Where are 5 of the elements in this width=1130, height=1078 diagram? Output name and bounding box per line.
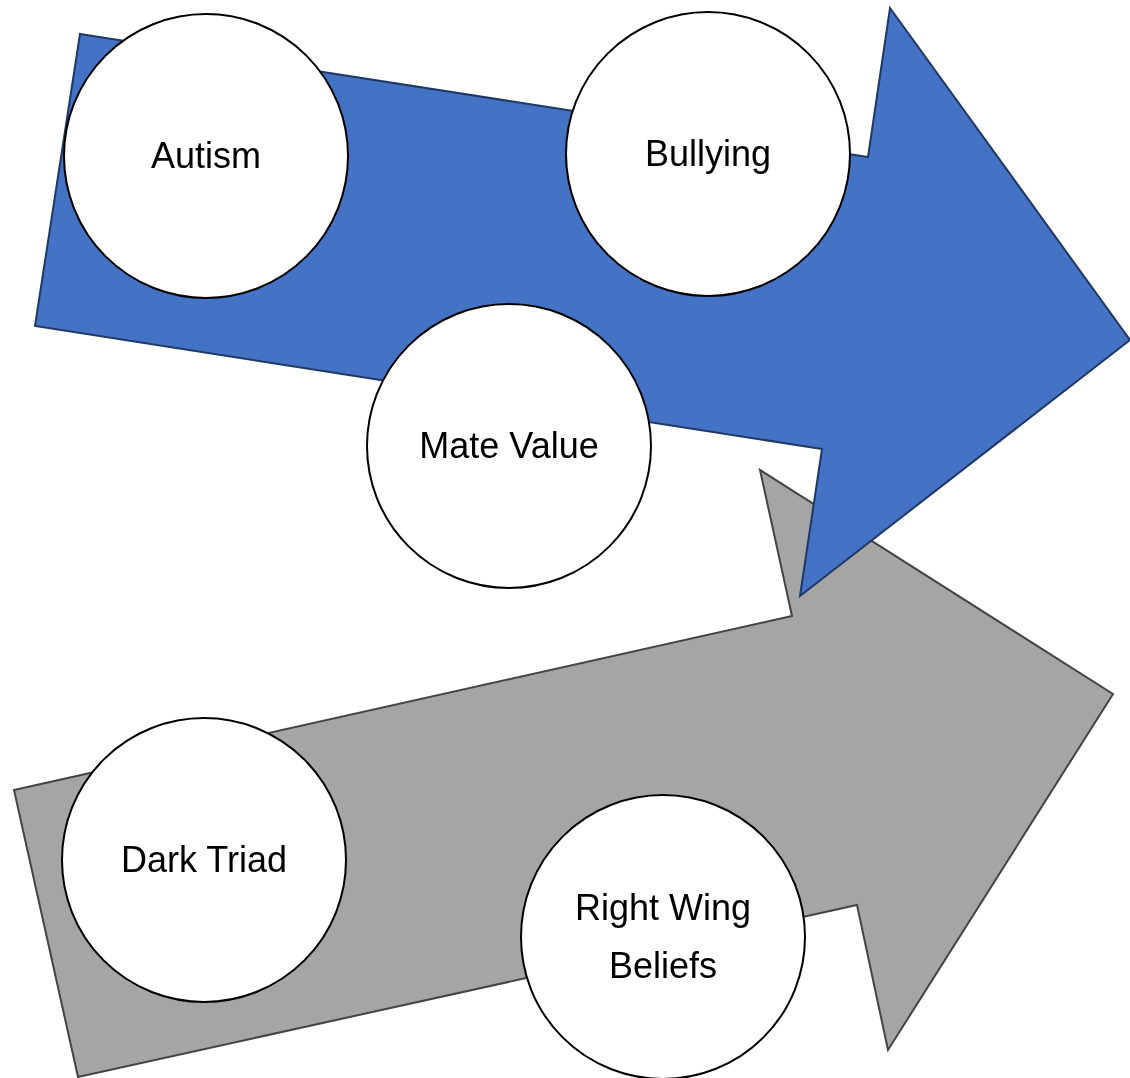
circle-label: Right Wing Beliefs bbox=[573, 886, 753, 988]
circle-label: Autism bbox=[150, 134, 262, 179]
circle-label: Dark Triad bbox=[119, 838, 288, 883]
circle-label: Bullying bbox=[643, 132, 773, 177]
circle-label: Mate Value bbox=[419, 424, 599, 469]
